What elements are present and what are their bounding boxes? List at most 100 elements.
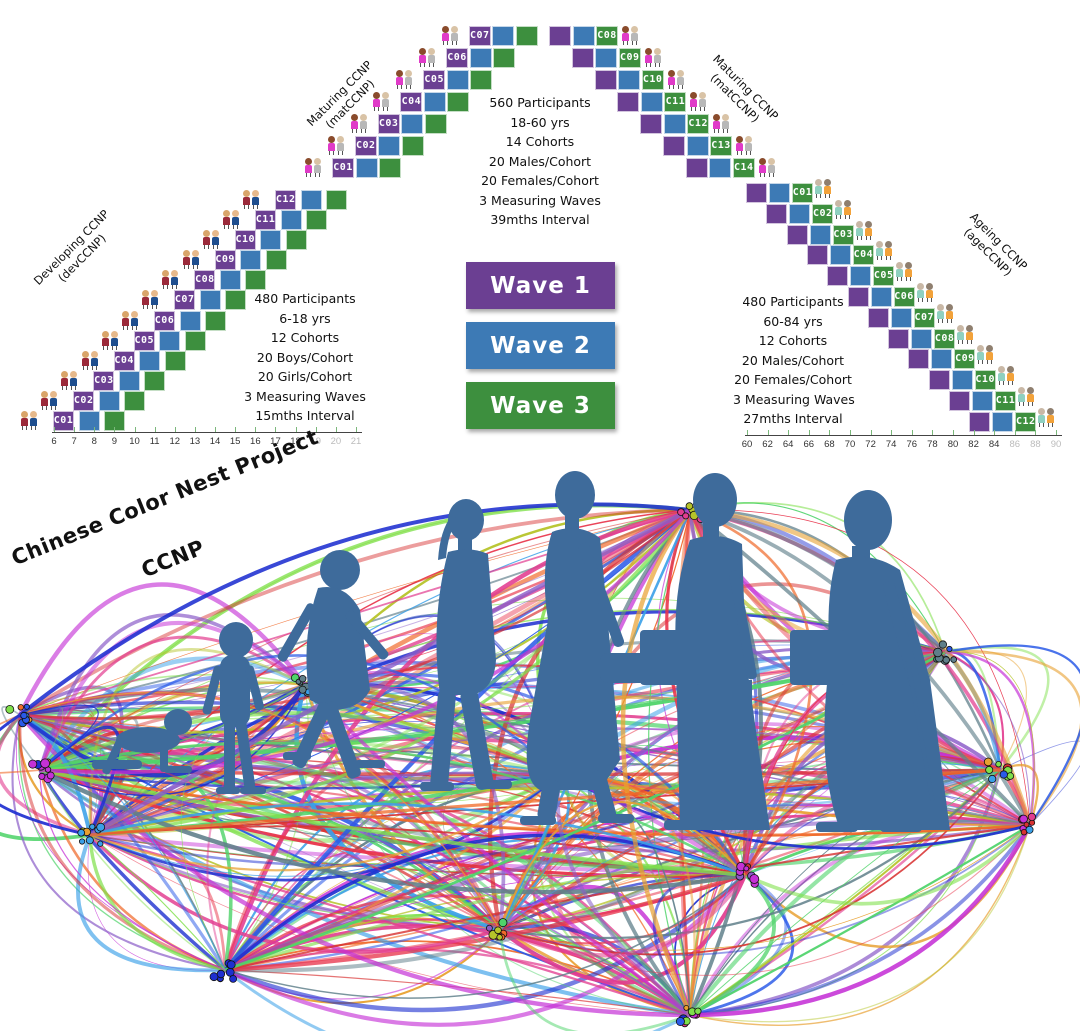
- connectome-node: [1006, 772, 1015, 780]
- connectome-arc: [499, 824, 1031, 976]
- connectome-node: [1019, 814, 1028, 824]
- connectome-arc: [19, 714, 226, 971]
- dev-axis-tick-label: 19: [310, 436, 322, 447]
- dev-stat: 15mths Interval: [255, 408, 355, 423]
- participants-icon: [976, 345, 994, 365]
- connectome-arc: [88, 834, 226, 972]
- connectome-arc: [689, 873, 795, 1017]
- participants-icon: [418, 48, 435, 67]
- connectome-node: [226, 960, 236, 970]
- dev-axis-tick-label: 18: [290, 436, 301, 447]
- dev-cohort-C10-wave2: [260, 230, 282, 251]
- participants-icon: [222, 210, 239, 229]
- connectome-node: [229, 975, 238, 983]
- dev-cohort-C06-wave2: [179, 310, 201, 331]
- dev-axis-tick: [54, 427, 55, 432]
- mat-cohort-C07-wave3: [515, 26, 538, 46]
- connectome-arc: [224, 968, 691, 1031]
- age-cohort-C06-wave3: C06: [893, 287, 915, 307]
- connectome-node: [682, 512, 690, 520]
- mat-cohort-C04-wave1: C04: [400, 92, 423, 112]
- age-cohort-C03-wave3: C03: [832, 224, 854, 245]
- connectome-arc: [689, 873, 776, 1017]
- connectome-node: [496, 934, 503, 941]
- dev-axis-tick-label: 16: [250, 436, 261, 447]
- connectome-node: [942, 656, 950, 664]
- dev-cohort-C09-wave3: [265, 250, 287, 271]
- participants-icon: [735, 136, 752, 155]
- participants-icon: [60, 370, 78, 390]
- connectome-arc: [224, 874, 746, 999]
- mat-stats: 560 Participants 18-60 yrs 14 Cohorts 20…: [470, 93, 610, 230]
- connectome-arc: [89, 509, 692, 837]
- age-cohort-C10-wave1: [928, 370, 950, 391]
- participants-icon: [936, 303, 953, 323]
- age-axis-tick-label: 76: [906, 439, 918, 450]
- dev-cohort-C06-wave1: C06: [154, 310, 175, 331]
- connectome-arc: [19, 508, 691, 720]
- dev-cohort-C11-wave2: [280, 210, 302, 230]
- lifespan-silhouettes: [92, 471, 950, 832]
- mat-cohort-C13-wave2: [686, 136, 709, 156]
- age-cohort-C04-wave3: C04: [852, 245, 874, 266]
- dev-stat: 20 Boys/Cohort: [256, 349, 354, 365]
- age-cohort-C12-wave2: [992, 411, 1014, 432]
- dev-axis-tick-label: 21: [350, 436, 362, 447]
- connectome-node: [77, 828, 85, 837]
- dev-cohort-C07-wave3: [225, 290, 247, 311]
- connectome-arc: [944, 651, 1035, 826]
- connectome-node: [685, 502, 694, 510]
- dev-cohort-C02-wave1: C02: [73, 390, 95, 411]
- mat-cohort-C03-wave1: C03: [377, 114, 400, 134]
- age-cohort-C12-wave1: [969, 411, 991, 432]
- dev-axis-tick: [215, 427, 217, 432]
- dev-cohort-C07-wave1: C07: [174, 290, 196, 311]
- connectome-arc: [89, 802, 746, 877]
- dev-cohort-C01-wave1: C01: [53, 411, 74, 431]
- connectome-node: [498, 918, 508, 928]
- mat-cohort-C13-wave3: C13: [710, 136, 732, 156]
- age-axis-tick: [891, 430, 893, 435]
- connectome-node: [17, 704, 24, 711]
- dev-cohort-C11-wave3: [306, 210, 327, 230]
- connectome-arc: [89, 509, 691, 836]
- connectome-node: [494, 926, 502, 935]
- dev-axis-tick: [235, 427, 237, 432]
- participants-icon: [814, 179, 831, 198]
- connectome-node: [85, 836, 94, 845]
- connectome-arc: [224, 826, 746, 971]
- connectome-node: [89, 823, 96, 830]
- mat-stat: 20 Females/Cohort: [481, 173, 599, 188]
- mat-cohort-C09-wave1: [571, 48, 594, 68]
- mat-cohort-C12-wave2: [663, 114, 686, 134]
- mat-cohort-C13-wave1: [663, 136, 685, 156]
- age-axis-tick-label: 82: [968, 439, 979, 450]
- mat-cohort-C06-wave3: [493, 48, 515, 68]
- age-cohort-C09-wave2: [931, 349, 953, 370]
- dev-cohort-C03-wave1: C03: [93, 370, 115, 391]
- age-axis-tick: [911, 430, 913, 435]
- age-stat: 480 Participants: [742, 294, 844, 309]
- participants-icon: [327, 136, 344, 155]
- mat-cohort-C14-wave2: [709, 158, 732, 178]
- participants-icon: [621, 26, 638, 45]
- connectome-arc: [689, 823, 1032, 1018]
- mat-cohort-C02-wave2: [378, 136, 401, 156]
- connectome-arc: [689, 509, 1031, 826]
- silhouette-child-running: [277, 550, 389, 779]
- age-axis-tick-label: 68: [824, 439, 835, 450]
- age-axis-tick-label: 88: [1030, 439, 1041, 450]
- age-cohort-C10-wave3: C10: [974, 370, 996, 391]
- mat-cohort-C12-wave3: C12: [687, 114, 710, 134]
- mat-cohort-C07-wave1: C07: [468, 26, 491, 46]
- age-cohort-C01-wave1: [746, 183, 767, 203]
- dev-stats: 480 Participants 6-18 yrs 12 Cohorts 20 …: [240, 289, 370, 426]
- dev-cohort-C12-wave1: C12: [275, 189, 297, 210]
- age-axis-tick: [747, 430, 748, 435]
- connectome-arc: [38, 769, 227, 972]
- dev-axis-tick: [114, 427, 116, 432]
- age-axis-tick-label: 90: [1050, 439, 1062, 450]
- connectome-arc: [999, 740, 1080, 826]
- age-axis-tick: [829, 430, 831, 435]
- connectome-node: [96, 822, 106, 832]
